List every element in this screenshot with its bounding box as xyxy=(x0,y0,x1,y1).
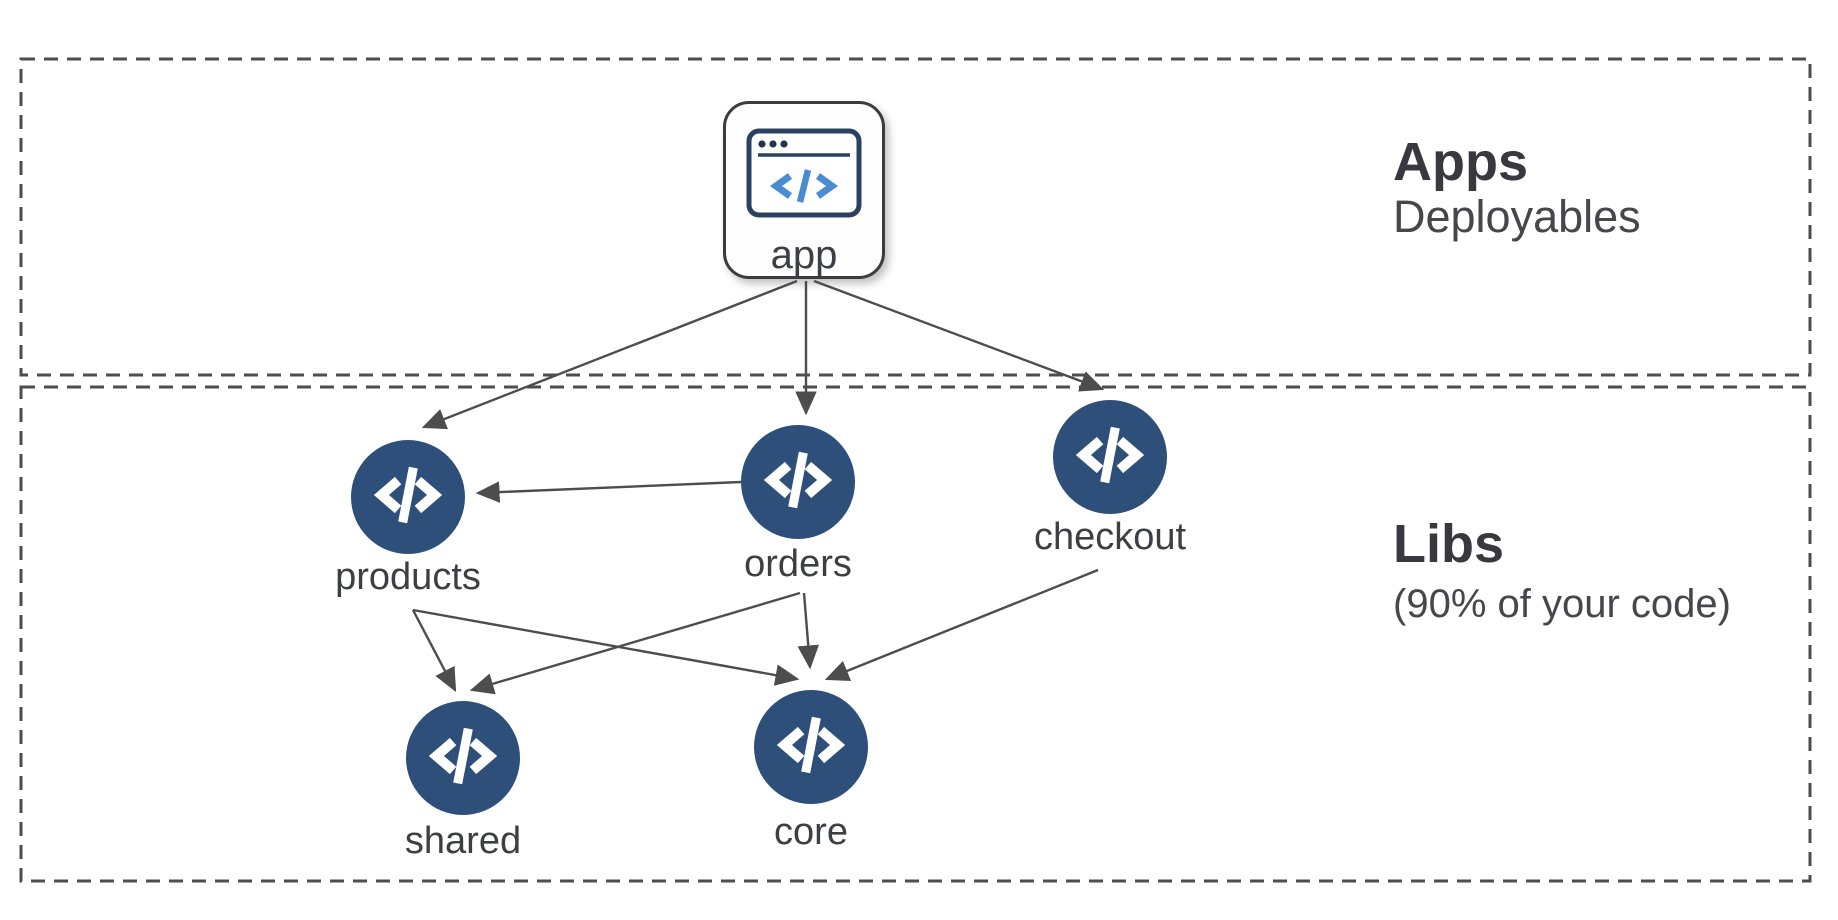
node-products-label: products xyxy=(335,556,481,598)
node-core-label: core xyxy=(774,811,848,853)
code-icon xyxy=(425,718,501,799)
apps-section-border xyxy=(19,57,1812,377)
node-checkout xyxy=(1053,400,1167,514)
edge-app-checkout xyxy=(813,279,1105,392)
libs-section-border xyxy=(19,385,1812,883)
edge-orders-products xyxy=(475,480,742,503)
code-icon xyxy=(769,169,839,203)
code-icon xyxy=(773,707,849,788)
node-core xyxy=(754,690,868,804)
node-orders-label: orders xyxy=(744,543,852,585)
code-icon xyxy=(370,457,446,538)
node-products xyxy=(351,440,465,554)
node-app-label: app xyxy=(770,233,838,277)
apps-section-subtitle: Deployables xyxy=(1393,191,1641,242)
node-orders xyxy=(741,425,855,539)
edge-orders-core xyxy=(797,592,820,670)
node-shared xyxy=(406,701,520,815)
code-icon xyxy=(760,442,836,523)
edge-checkout-core xyxy=(824,568,1099,681)
node-shared-label: shared xyxy=(404,820,522,862)
edge-app-products xyxy=(421,279,798,430)
libs-section-title: Libs xyxy=(1393,514,1505,574)
node-app: app xyxy=(723,101,885,279)
node-checkout-label: checkout xyxy=(1033,516,1187,558)
libs-section-subtitle: (90% of your code) xyxy=(1393,582,1731,626)
edge-orders-shared xyxy=(469,591,801,695)
code-icon xyxy=(1072,417,1148,498)
edge-products-shared xyxy=(411,609,457,693)
apps-section-title: Apps xyxy=(1393,132,1528,192)
edge-products-core xyxy=(412,608,800,686)
browser-window-icon xyxy=(746,128,862,223)
